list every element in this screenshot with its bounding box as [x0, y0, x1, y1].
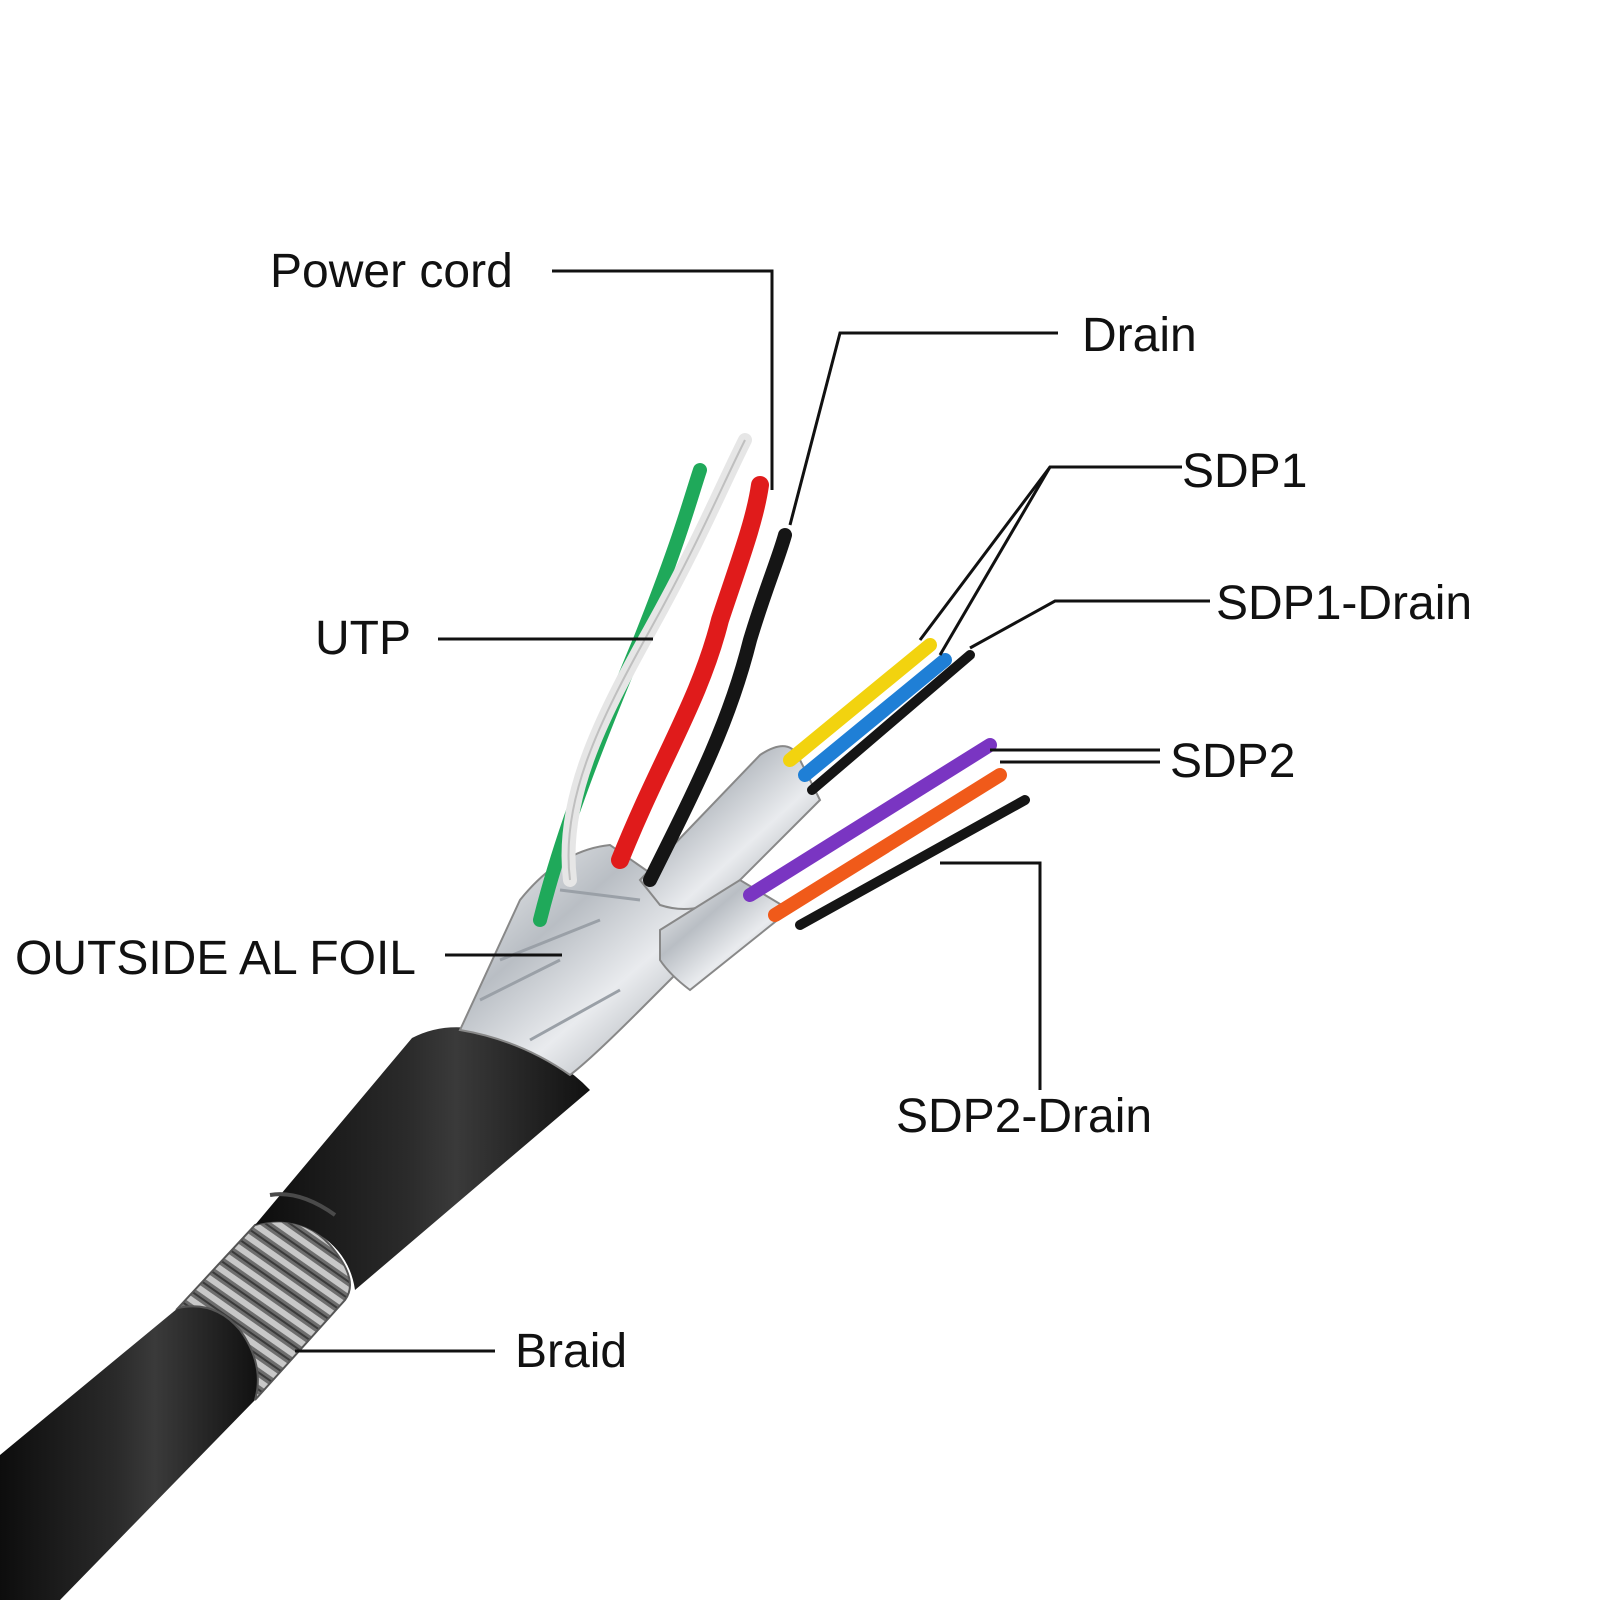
leader-drain: [788, 331, 1058, 526]
power-cord-wire: [611, 476, 769, 869]
label-sdp1-drain: SDP1-Drain: [1216, 577, 1473, 630]
sdp1-foil: [638, 745, 822, 910]
sdp2-pair: [743, 738, 1007, 922]
leader-sdp1: [918, 465, 1182, 641]
label-sdp1: SDP1: [1182, 445, 1308, 498]
drain-wire: [643, 528, 792, 887]
label-sdp2-drain: SDP2-Drain: [896, 1090, 1153, 1143]
label-sdp2: SDP2: [1170, 735, 1296, 788]
sdp2-drain-wire: [795, 795, 1030, 930]
leader-sdp1-b: [938, 466, 1052, 656]
leader-power-cord: [552, 269, 774, 490]
label-braid: Braid: [515, 1325, 628, 1378]
sdp1-pair: [783, 638, 952, 782]
sdp2-foil: [659, 878, 792, 992]
inner-jacket: [255, 1027, 590, 1290]
sdp1-drain-wire: [807, 650, 975, 795]
utp-pair: [533, 433, 752, 927]
label-utp: UTP: [315, 612, 411, 665]
outer-jacket: [0, 1306, 258, 1600]
label-drain: Drain: [1082, 309, 1197, 362]
label-power-cord: Power cord: [270, 245, 513, 298]
label-outside-al-foil: OUTSIDE AL FOIL: [15, 932, 416, 985]
leader-lines: [295, 269, 1210, 1353]
leader-sdp1-drain: [969, 599, 1210, 650]
leader-sdp2-drain: [940, 861, 1042, 1090]
